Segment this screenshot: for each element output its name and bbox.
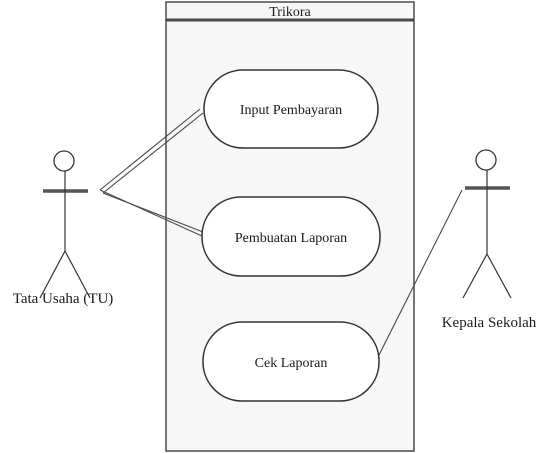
actor-tata-usaha-right-leg (64, 250, 91, 299)
use-case-pembuatan-laporan-label: Pembuatan Laporan (235, 231, 347, 246)
association-ks-cek-laporan (377, 189, 463, 358)
associations (99, 108, 463, 358)
use-case-cek-laporan[interactable]: Cek Laporan (202, 321, 380, 402)
actor-tata-usaha-left-leg (39, 250, 66, 299)
use-case-cek-laporan-label: Cek Laporan (255, 356, 328, 371)
association-tu-input-pembayaran-inner (102, 112, 204, 194)
use-case-input-pembayaran-shape[interactable] (203, 69, 379, 149)
system-title: Trikora (269, 5, 311, 20)
use-case-input-pembayaran[interactable]: Input Pembayaran (203, 69, 379, 149)
actor-kepala-sekolah-left-leg (462, 253, 488, 299)
actor-tata-usaha[interactable]: Tata Usaha (TU) (13, 150, 114, 307)
actor-tata-usaha-head (53, 150, 75, 172)
use-case-input-pembayaran-label: Input Pembayaran (240, 103, 342, 118)
association-tu-pembuatan-laporan-inner (102, 192, 204, 233)
actor-kepala-sekolah-head (475, 149, 497, 171)
actor-kepala-sekolah-right-leg (486, 253, 512, 299)
use-case-pembuatan-laporan-shape[interactable] (201, 196, 381, 277)
use-case-cek-laporan-shape[interactable] (202, 321, 380, 402)
use-case-pembuatan-laporan[interactable]: Pembuatan Laporan (201, 196, 381, 277)
association-tu-input-pembayaran (99, 108, 201, 191)
actor-kepala-sekolah-label: Kepala Sekolah (442, 315, 537, 331)
actor-kepala-sekolah[interactable]: Kepala Sekolah (442, 149, 537, 331)
association-tu-pembuatan-laporan (99, 189, 203, 237)
actor-tata-usaha-label: Tata Usaha (TU) (13, 291, 114, 307)
